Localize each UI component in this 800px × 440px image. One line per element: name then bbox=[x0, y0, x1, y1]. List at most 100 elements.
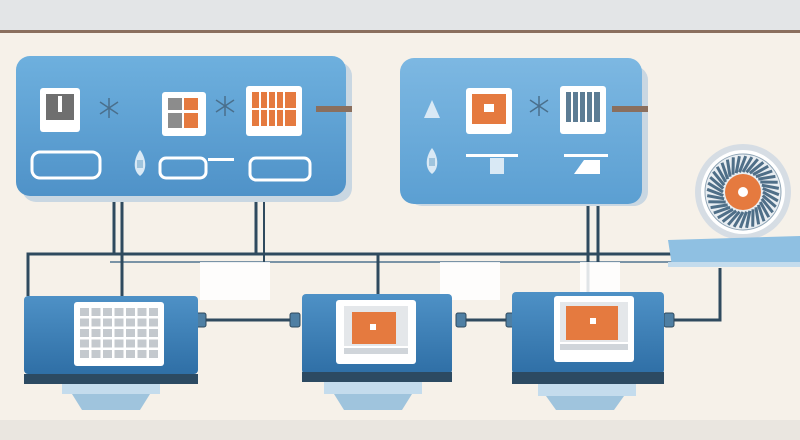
fan-blade bbox=[761, 183, 780, 190]
fan-blade bbox=[758, 174, 776, 181]
fan-blade bbox=[734, 155, 741, 174]
connector bbox=[455, 312, 467, 328]
fan-icon bbox=[695, 144, 791, 240]
fan-blade bbox=[756, 204, 766, 222]
grid-document-icon bbox=[74, 302, 164, 366]
fan-blade bbox=[741, 156, 754, 173]
cross-arrows-icon bbox=[215, 96, 235, 116]
fan-blade bbox=[738, 211, 748, 229]
fan-blade bbox=[754, 207, 761, 225]
grid-cell bbox=[126, 318, 135, 327]
fan-blade bbox=[725, 159, 732, 177]
connector bbox=[289, 312, 301, 328]
grid-cell bbox=[137, 318, 147, 327]
fan-blade bbox=[709, 176, 725, 190]
fan-blade bbox=[738, 155, 748, 173]
fan-blade bbox=[712, 170, 726, 187]
split-card-icon[interactable] bbox=[162, 92, 206, 136]
small-pill-button[interactable] bbox=[158, 156, 208, 180]
fan-blade bbox=[720, 162, 730, 180]
grid-cell bbox=[80, 339, 89, 348]
grid-cell bbox=[149, 350, 158, 358]
grid-cell bbox=[80, 350, 89, 358]
side-shelf bbox=[668, 236, 800, 267]
fan-blade bbox=[710, 203, 728, 210]
slider-track[interactable] bbox=[208, 158, 234, 161]
control-panel-right[interactable] bbox=[400, 58, 648, 206]
link-right-fan bbox=[668, 268, 722, 322]
fan-blade bbox=[713, 205, 731, 215]
grid-cell bbox=[114, 308, 124, 316]
grid-cell bbox=[149, 339, 158, 348]
bottom-band bbox=[0, 420, 800, 440]
fan-blade bbox=[717, 207, 734, 220]
grid-cell bbox=[103, 350, 112, 358]
orange-document-icon bbox=[554, 296, 634, 362]
monitor-center[interactable] bbox=[302, 294, 452, 410]
top-rule bbox=[0, 30, 800, 33]
fan-blade bbox=[715, 166, 728, 183]
grid-cell bbox=[103, 329, 112, 337]
grid-cell bbox=[103, 318, 112, 327]
grid-cell bbox=[149, 329, 158, 337]
wide-pill-button[interactable] bbox=[248, 156, 312, 182]
cross-arrows-icon bbox=[529, 96, 549, 116]
grid-cell bbox=[91, 308, 101, 316]
fan-blade bbox=[706, 194, 725, 201]
orange-grid-card-icon[interactable] bbox=[246, 86, 302, 136]
fan-blade bbox=[758, 201, 771, 218]
fan-blade bbox=[761, 194, 777, 208]
grid-cell bbox=[91, 329, 101, 337]
grid-cell bbox=[137, 329, 147, 337]
grid-cell bbox=[91, 318, 101, 327]
grid-cell bbox=[114, 339, 124, 348]
paper-sheets bbox=[200, 262, 620, 300]
pill-button[interactable] bbox=[30, 150, 102, 180]
grid-cell bbox=[126, 350, 135, 358]
knob-icon[interactable] bbox=[134, 150, 146, 176]
fan-blade bbox=[745, 158, 759, 174]
grid-cell bbox=[137, 350, 147, 358]
tray-slot[interactable] bbox=[466, 154, 518, 174]
grid-cell bbox=[91, 350, 101, 358]
knob-icon[interactable] bbox=[426, 148, 438, 174]
drop-icon bbox=[424, 100, 440, 118]
fan-blade bbox=[706, 187, 724, 197]
orange-card-icon[interactable] bbox=[466, 88, 512, 134]
grid-cell bbox=[126, 339, 135, 348]
fan-blade bbox=[721, 209, 738, 223]
grid-cell bbox=[126, 329, 135, 337]
grid-cell bbox=[149, 318, 158, 327]
fan-blade bbox=[732, 211, 745, 228]
grid-cell bbox=[80, 329, 89, 337]
fan-blade bbox=[752, 164, 769, 177]
monitor-right[interactable] bbox=[512, 292, 664, 410]
grid-cell bbox=[114, 350, 124, 358]
grid-cell bbox=[137, 339, 147, 348]
fan-blade bbox=[745, 210, 752, 229]
fan-blade bbox=[762, 187, 780, 197]
grid-cell bbox=[114, 318, 124, 327]
grid-cell bbox=[91, 339, 101, 348]
control-panel-left[interactable] bbox=[16, 56, 352, 202]
striped-card-icon[interactable] bbox=[560, 86, 606, 134]
monitor-left[interactable] bbox=[24, 296, 198, 410]
top-band bbox=[0, 0, 800, 30]
orange-document-icon bbox=[336, 300, 416, 364]
sheet bbox=[580, 262, 620, 300]
fan-blade bbox=[760, 197, 774, 214]
grid-cell bbox=[80, 308, 89, 316]
square-device-icon[interactable] bbox=[40, 88, 80, 132]
grid-cell bbox=[80, 318, 89, 327]
sheet bbox=[200, 262, 270, 300]
fan-blade bbox=[727, 210, 741, 226]
grid-cell bbox=[114, 329, 124, 337]
fan-blade bbox=[762, 190, 779, 203]
grid-cell bbox=[149, 308, 158, 316]
bus-cable bbox=[26, 252, 720, 296]
tray-slot[interactable] bbox=[564, 154, 608, 174]
cross-arrows-icon bbox=[99, 98, 119, 118]
fan-blade bbox=[748, 161, 765, 175]
sheet bbox=[440, 262, 500, 300]
